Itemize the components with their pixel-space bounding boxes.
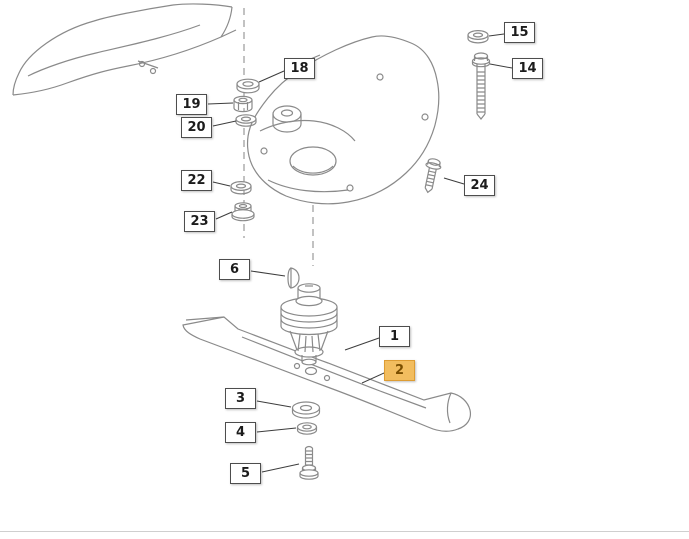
callout-14[interactable]: 14 (512, 58, 543, 79)
callout-15[interactable]: 15 (504, 22, 535, 43)
deck-outline (12, 3, 237, 96)
nut-23-drawing (231, 202, 255, 222)
screw-24-drawing (424, 158, 442, 194)
spindle-cover-drawing (246, 35, 440, 205)
callout-3[interactable]: 3 (225, 388, 256, 409)
bolt-5-drawing (299, 445, 319, 480)
washer-4-drawing (296, 422, 318, 435)
callout-2[interactable]: 2 (384, 360, 415, 381)
callout-19[interactable]: 19 (176, 94, 207, 115)
callout-5[interactable]: 5 (230, 463, 261, 484)
callout-4[interactable]: 4 (225, 422, 256, 443)
callout-18[interactable]: 18 (284, 58, 315, 79)
leader-lines (207, 33, 513, 473)
callout-23[interactable]: 23 (184, 211, 215, 232)
callout-1[interactable]: 1 (379, 326, 410, 347)
callout-22[interactable]: 22 (181, 170, 212, 191)
washer-20-drawing (235, 114, 257, 127)
washer-22-drawing (230, 181, 252, 195)
washer-15-drawing (467, 30, 489, 44)
blade-hub-drawing (280, 283, 338, 366)
washer-18-drawing (236, 78, 260, 94)
washer-3-drawing (291, 401, 321, 419)
bolt-14-drawing (471, 52, 491, 120)
assembly-centerlines (243, 8, 314, 266)
callout-24[interactable]: 24 (464, 175, 495, 196)
callout-20[interactable]: 20 (181, 117, 212, 138)
key-6-drawing (287, 267, 300, 289)
nut-19-drawing (233, 95, 253, 113)
callout-6[interactable]: 6 (219, 259, 250, 280)
bottom-divider (0, 531, 689, 532)
